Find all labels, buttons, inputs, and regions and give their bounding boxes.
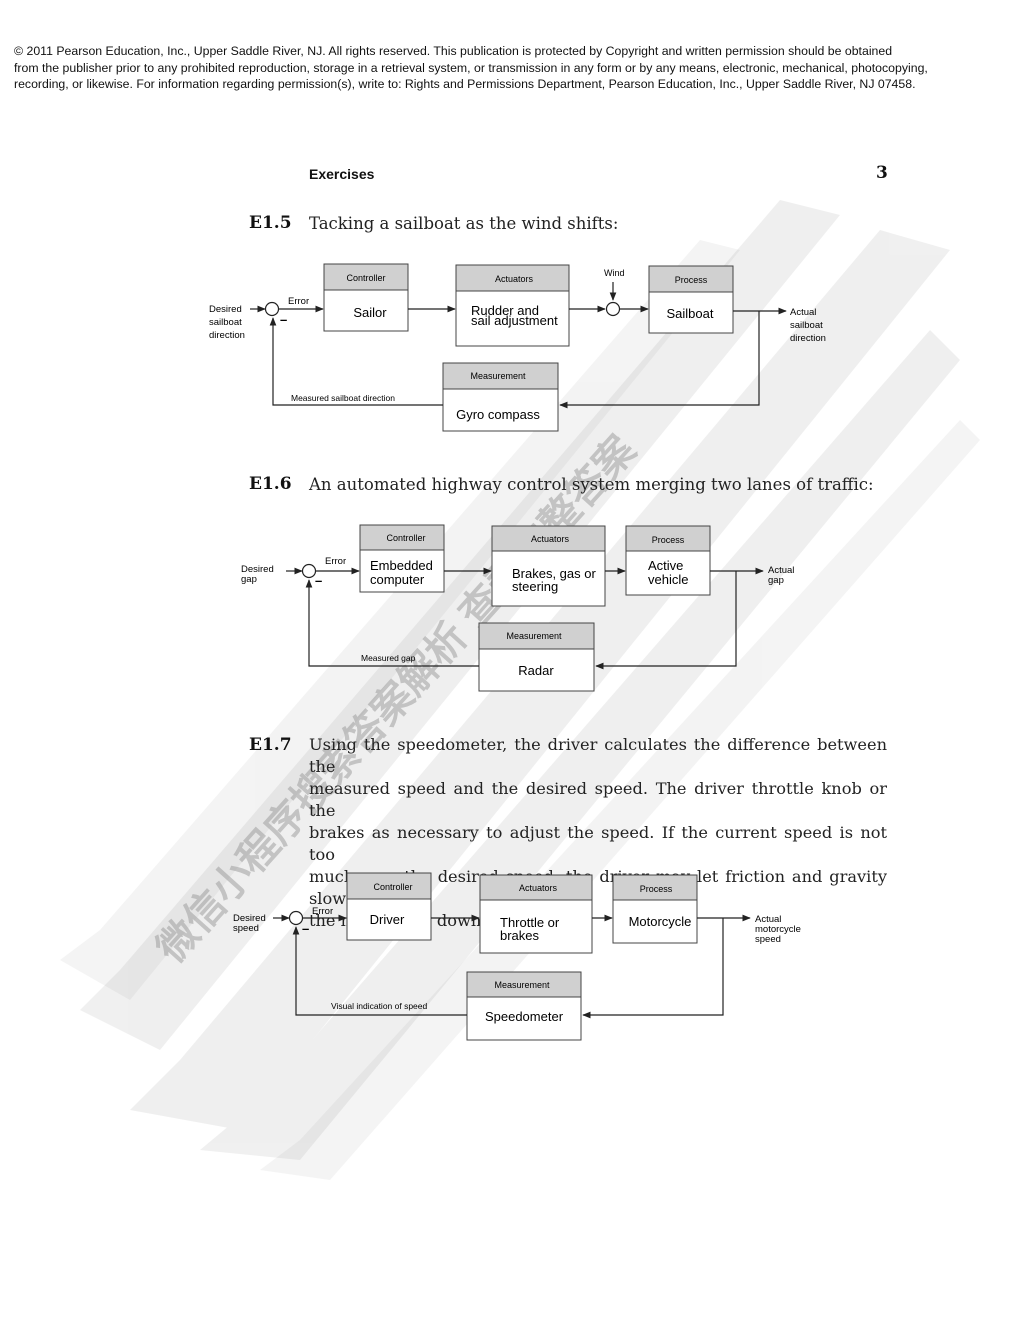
running-head: Exercises [309, 166, 375, 182]
input-label: Desired [241, 564, 274, 575]
minus-sign: – [315, 573, 322, 588]
controller-header: Controller [373, 882, 412, 892]
copyright-line: recording, or likewise. For information … [14, 77, 916, 91]
actuators-label: Brakes, gas or [512, 566, 596, 581]
copyright-line: © 2011 Pearson Education, Inc., Upper Sa… [14, 44, 893, 58]
measurement-header: Measurement [494, 980, 550, 990]
error-label: Error [325, 556, 346, 567]
paragraph-line: Using the speedometer, the driver calcul… [309, 735, 887, 776]
process-header-box [648, 265, 734, 293]
process-header: Process [675, 275, 708, 285]
actuators-box [491, 550, 606, 607]
error-label: Error [288, 296, 309, 307]
summing-junction [301, 563, 317, 579]
feedback-label: Measured sailboat direction [291, 393, 395, 403]
output-label: direction [790, 333, 826, 344]
controller-box [346, 898, 432, 941]
input-label: Desired [209, 304, 242, 315]
actuators-header-box [479, 874, 593, 901]
process-header: Process [640, 884, 673, 894]
measurement-box [442, 388, 559, 432]
output-label: motorcycle [755, 924, 801, 935]
actuators-header-box [491, 525, 606, 552]
copyright-line: from the publisher prior to any prohibit… [14, 60, 928, 75]
input-label: speed [233, 923, 259, 934]
exercise-label: E1.5 [249, 213, 292, 233]
feedback-label: Measured gap [361, 653, 416, 663]
block-diagram-e17: Desired speed – Error Controller Driver … [233, 872, 801, 1041]
paragraph-line: measured speed and the desired speed. Th… [309, 779, 887, 820]
output-label: Actual [755, 914, 781, 925]
controller-label: computer [370, 572, 425, 587]
measurement-box [478, 648, 595, 692]
measurement-label: Radar [518, 663, 554, 678]
controller-box [359, 549, 445, 593]
measurement-header-box [466, 971, 582, 998]
input-label: direction [209, 330, 245, 341]
paragraph-line: much over the desired speed, the driver … [309, 867, 887, 908]
process-box [612, 899, 698, 944]
actuators-box [455, 290, 570, 347]
controller-header: Controller [386, 533, 425, 543]
process-label: Sailboat [667, 306, 714, 321]
minus-sign: – [280, 312, 287, 327]
input-label: gap [241, 574, 257, 585]
output-label: gap [768, 575, 784, 586]
actuators-label: steering [512, 579, 558, 594]
process-header-box [625, 525, 711, 552]
feedback-label: Visual indication of speed [331, 1001, 428, 1011]
measurement-box [466, 996, 582, 1041]
actuators-header-box [455, 264, 570, 292]
actuators-label: Throttle or [500, 915, 560, 930]
output-label: speed [755, 934, 781, 945]
exercise-text: An automated highway control system merg… [309, 475, 874, 494]
measurement-label: Gyro compass [456, 407, 540, 422]
actuators-header: Actuators [519, 883, 558, 893]
controller-header: Controller [346, 273, 385, 283]
disturbance-junction [605, 301, 621, 317]
exercise-label: E1.7 [249, 735, 292, 755]
process-box [648, 291, 734, 334]
measurement-label: Speedometer [485, 1009, 564, 1024]
controller-label: Sailor [353, 305, 387, 320]
process-box [625, 550, 711, 596]
exercise-label: E1.6 [249, 474, 292, 494]
controller-header-box [346, 872, 432, 900]
measurement-header-box [478, 622, 595, 650]
output-label: Actual [790, 307, 816, 318]
exercise-paragraph: Using the speedometer, the driver calcul… [309, 734, 887, 932]
actuators-label: sail adjustment [471, 313, 558, 328]
output-label: Actual [768, 565, 794, 576]
controller-label: Driver [370, 912, 405, 927]
input-label: sailboat [209, 317, 242, 328]
actuators-label: Rudder and [471, 303, 539, 318]
controller-label: Embedded [370, 558, 433, 573]
measurement-header: Measurement [506, 631, 562, 641]
error-label: Error [312, 906, 333, 917]
process-label: Active [648, 558, 683, 573]
actuators-box [479, 899, 593, 954]
block-diagram-e15: Desired sailboat direction – Error Contr… [209, 263, 826, 432]
input-label: Desired [233, 913, 266, 924]
process-label: vehicle [648, 572, 688, 587]
page-number: 3 [876, 163, 888, 183]
minus-sign: – [302, 921, 309, 936]
output-label: sailboat [790, 320, 823, 331]
wind-label: Wind [604, 268, 625, 278]
actuators-label: brakes [500, 928, 540, 943]
measurement-header-box [442, 362, 559, 390]
paragraph-line: brakes as necessary to adjust the speed.… [309, 823, 887, 864]
process-label: Motorcycle [629, 914, 692, 929]
controller-box [323, 289, 409, 332]
actuators-header: Actuators [531, 534, 570, 544]
exercise-text: Tacking a sailboat as the wind shifts: [309, 214, 619, 233]
process-header: Process [652, 535, 685, 545]
summing-junction [288, 910, 304, 926]
measurement-header: Measurement [470, 371, 526, 381]
summing-junction [264, 301, 280, 317]
copyright-notice: © 2011 Pearson Education, Inc., Upper Sa… [14, 43, 1014, 93]
actuators-header: Actuators [495, 274, 534, 284]
block-diagram-e16: Desired gap – Error Controller Embedded … [241, 524, 794, 692]
